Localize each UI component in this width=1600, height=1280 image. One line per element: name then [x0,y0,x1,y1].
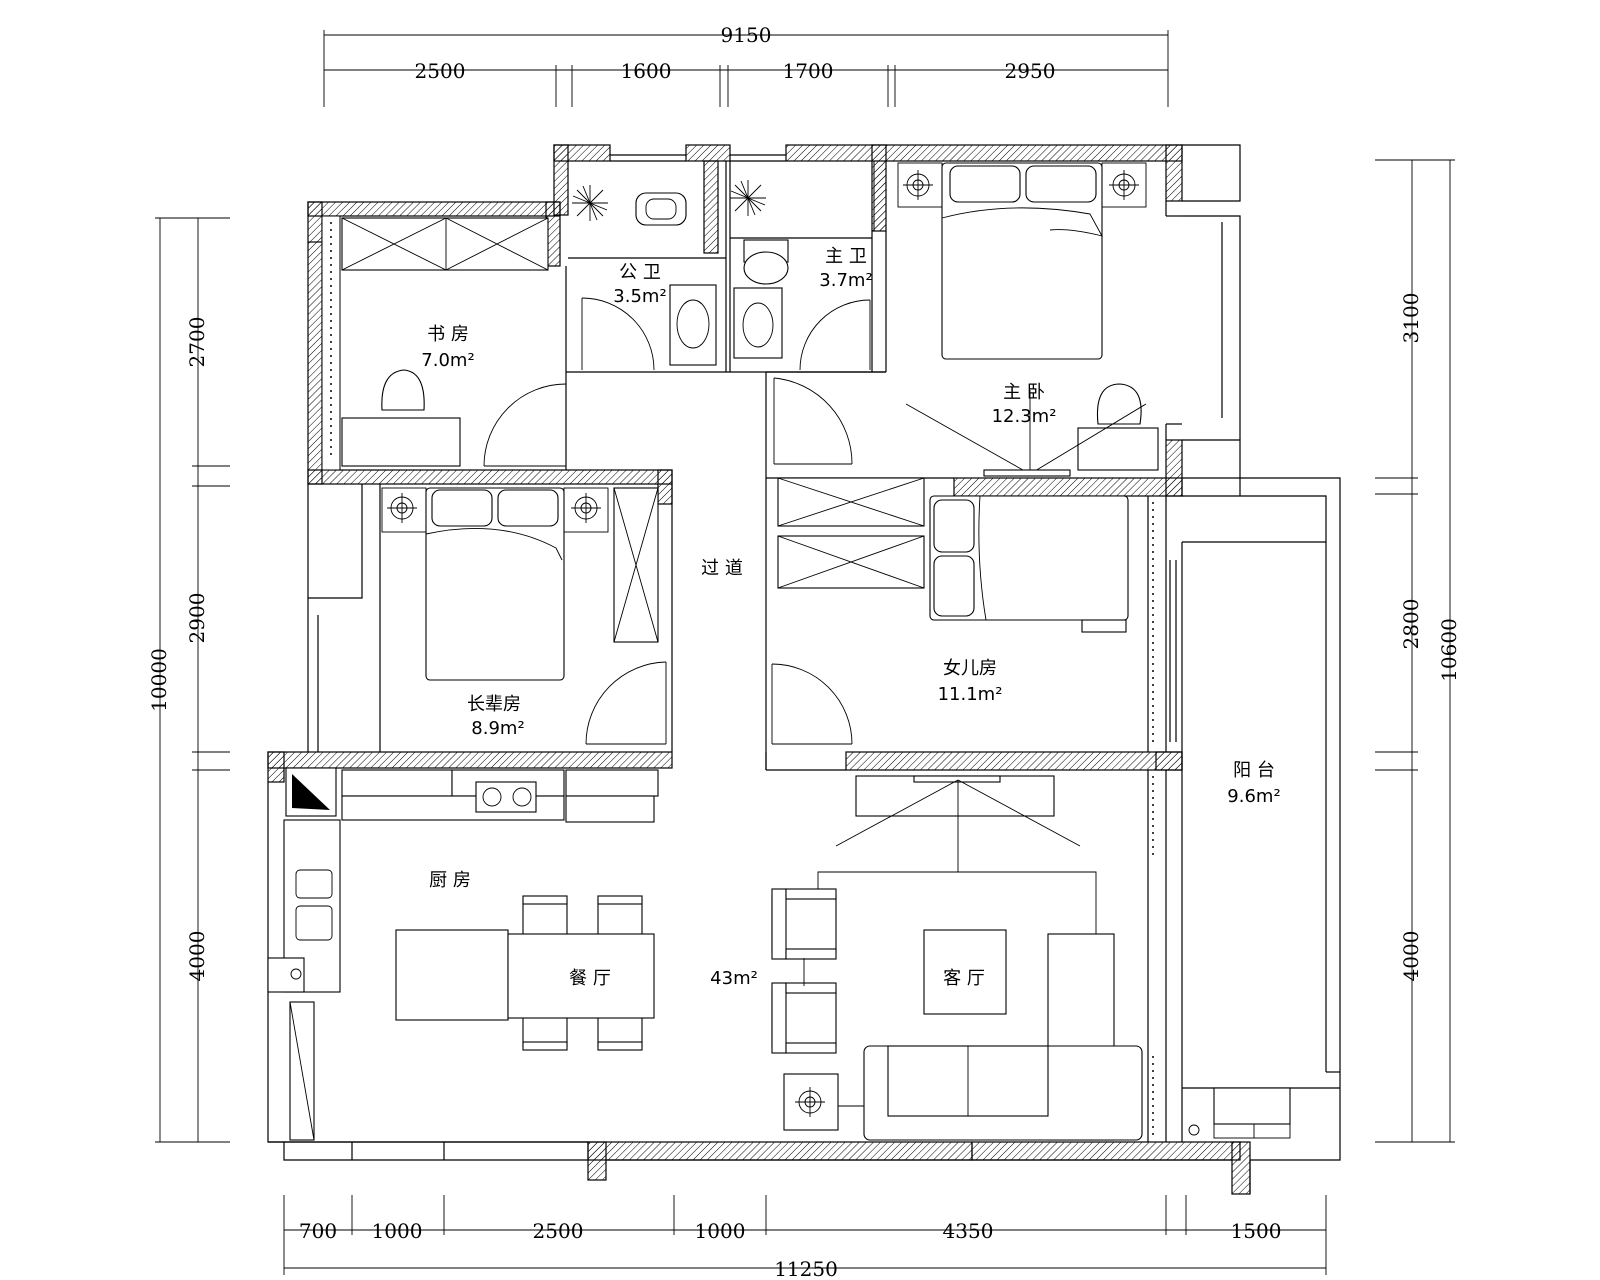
balcony-area: 9.6m² [1227,786,1280,807]
dim-bottom-3: 2500 [533,1219,584,1243]
dim-bottom-1: 700 [299,1219,337,1243]
living-label: 客 厅 [943,968,985,989]
dim-bottom-2: 1000 [372,1219,423,1243]
dim-left-1: 2700 [185,317,209,368]
study-area: 7.0m² [421,350,474,371]
dim-bottom-5: 4350 [943,1219,994,1243]
kitchen-label: 厨 房 [429,870,471,891]
partition-lines [267,144,1341,1194]
living-furniture [771,775,1143,1141]
wall-strips [321,160,1154,1138]
master-bath-label: 主 卫 [825,246,867,267]
dining-label: 餐 厅 [569,968,611,989]
balcony-label: 阳 台 [1233,760,1275,781]
master-bedroom-area: 12.3m² [992,406,1057,427]
elder-bed [381,487,659,681]
dim-bottom-overall: 11250 [774,1257,838,1280]
master-bed [897,162,1159,477]
kitchen-fixtures [267,767,659,1141]
dim-top-overall: 9150 [721,23,772,47]
master-bedroom-label: 主 卧 [1003,382,1045,403]
left-dimensions: 10000 2700 2900 4000 [147,217,230,1143]
public-bath-area: 3.5m² [613,286,666,307]
elder-room-area: 8.9m² [471,718,524,739]
top-dimensions: 9150 2500 1600 1700 2950 [323,23,1169,107]
living-area-value: 43m² [710,968,758,989]
daughter-room-label: 女儿房 [943,658,997,679]
dim-right-1: 3100 [1399,293,1423,344]
study-cabinet [341,217,549,467]
dim-left-2: 2900 [185,593,209,644]
dim-right-2: 2800 [1399,599,1423,650]
elder-room-label: 长辈房 [467,694,521,715]
daughter-room-area: 11.1m² [938,684,1003,705]
public-bath-label: 公 卫 [619,262,661,283]
dim-top-4: 2950 [1005,59,1056,83]
dim-top-2: 1600 [621,59,672,83]
dim-top-1: 2500 [415,59,466,83]
doors [483,297,871,745]
public-bath-fixtures [571,184,717,366]
dim-left-3: 4000 [185,931,209,982]
balcony-fixtures [1188,1087,1291,1139]
corridor-label: 过 道 [701,558,743,579]
dim-top-3: 1700 [783,59,834,83]
right-dimensions: 3100 2800 4000 10600 [1375,159,1461,1143]
master-bath-area: 3.7m² [819,270,872,291]
dim-right-overall: 10600 [1437,618,1461,682]
master-bath-fixtures [729,179,789,359]
study-label: 书 房 [427,324,469,345]
room-labels: 书 房 7.0m² 公 卫 3.5m² 主 卫 3.7m² 主 卧 12.3m²… [421,246,1280,989]
dim-bottom-4: 1000 [695,1219,746,1243]
dim-bottom-6: 1500 [1231,1219,1282,1243]
dim-right-3: 4000 [1399,931,1423,982]
dim-left-overall: 10000 [147,648,171,712]
bottom-dimensions: 700 1000 2500 1000 4350 1500 11250 [283,1195,1327,1280]
dining-set [395,895,655,1051]
daughter-furniture [777,477,1129,633]
